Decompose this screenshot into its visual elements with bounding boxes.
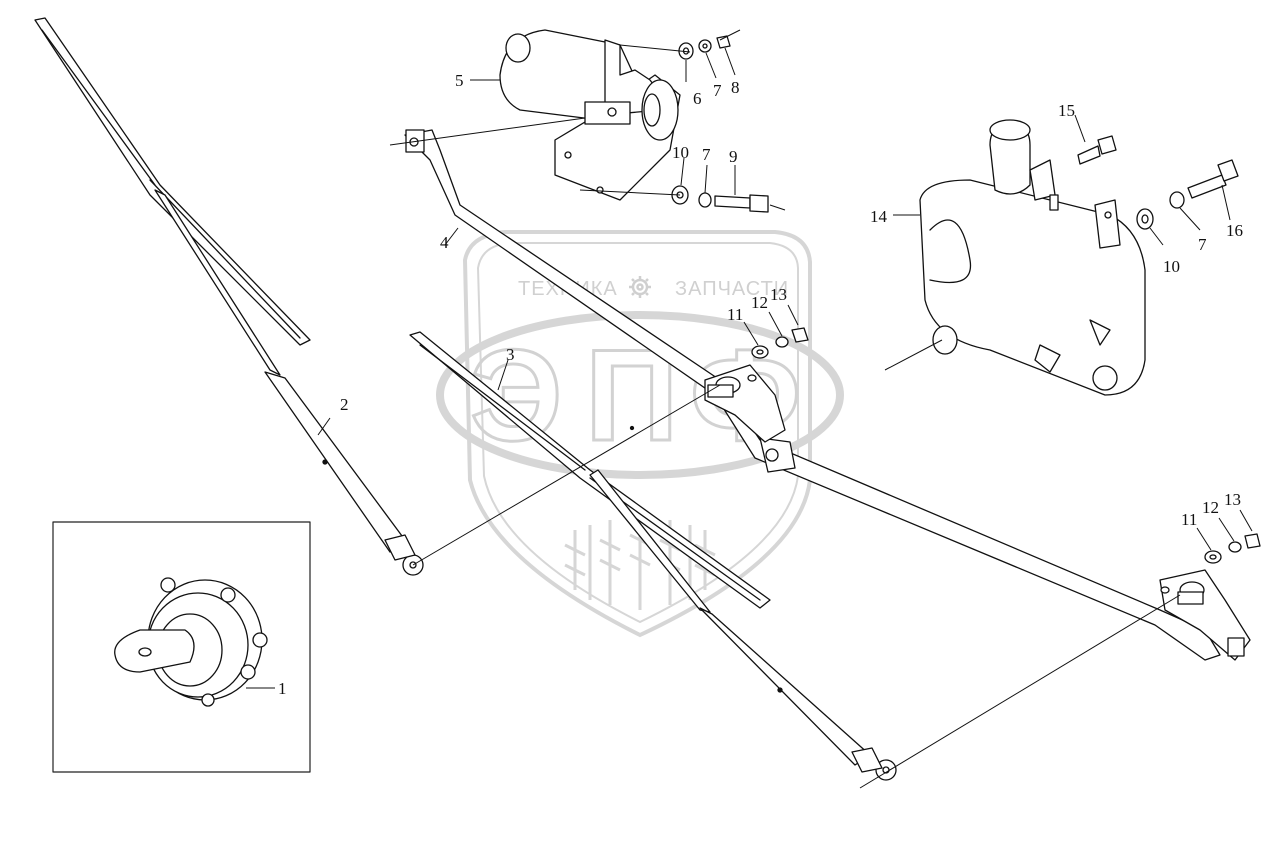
callout-12-left: 12 xyxy=(751,293,768,312)
part-15-bolt xyxy=(1077,135,1117,165)
callout-7-right: 7 xyxy=(1198,235,1207,254)
part-3-center-wiper-arm xyxy=(409,331,897,781)
fasteners-11-12-13-left xyxy=(751,327,809,359)
callout-15: 15 xyxy=(1058,101,1075,120)
watermark-shield xyxy=(462,230,812,638)
inset-frame xyxy=(52,521,311,773)
callout-14: 14 xyxy=(870,207,888,226)
callout-7-top: 7 xyxy=(713,81,722,100)
gear-icon xyxy=(629,276,651,298)
part-2-left-wiper-arm xyxy=(34,17,424,576)
right-pivot-bracket xyxy=(1159,569,1251,661)
callout-1: 1 xyxy=(278,679,287,698)
callout-12-right: 12 xyxy=(1202,498,1219,517)
callout-10-right: 10 xyxy=(1163,257,1180,276)
callout-10-top: 10 xyxy=(672,143,689,162)
fasteners-10-7-16 xyxy=(1136,159,1239,230)
callout-8: 8 xyxy=(731,78,740,97)
callout-4: 4 xyxy=(440,233,449,252)
leader-lines xyxy=(246,29,1253,789)
part-4-link-rod xyxy=(404,129,1221,661)
part-14-washer-reservoir xyxy=(919,119,1146,396)
callout-16: 16 xyxy=(1226,221,1243,240)
callout-11-right: 11 xyxy=(1181,510,1197,529)
callout-6: 6 xyxy=(693,89,702,108)
fasteners-10-7-9 xyxy=(671,185,769,213)
callout-13-left: 13 xyxy=(770,285,787,304)
watermark-word-right: ЗАПЧАСТИ xyxy=(675,278,789,300)
fasteners-11-12-13-right xyxy=(1204,533,1261,564)
callout-9: 9 xyxy=(729,147,738,166)
left-pivot-bracket xyxy=(704,364,786,443)
callout-2: 2 xyxy=(340,395,349,414)
callout-labels: 1 2 3 4 5 6 7 8 10 7 9 11 12 13 11 12 13… xyxy=(278,71,1243,698)
fasteners-6-7-8 xyxy=(678,35,731,60)
callout-5: 5 xyxy=(455,71,464,90)
part-5-wiper-motor xyxy=(499,29,681,201)
callout-11-left: 11 xyxy=(727,305,743,324)
callout-7-mid: 7 xyxy=(702,145,711,164)
callout-13-right: 13 xyxy=(1224,490,1241,509)
watermark-oval xyxy=(436,311,844,479)
callout-3: 3 xyxy=(506,345,515,364)
part-1-wiper-nut-cap xyxy=(114,577,268,707)
